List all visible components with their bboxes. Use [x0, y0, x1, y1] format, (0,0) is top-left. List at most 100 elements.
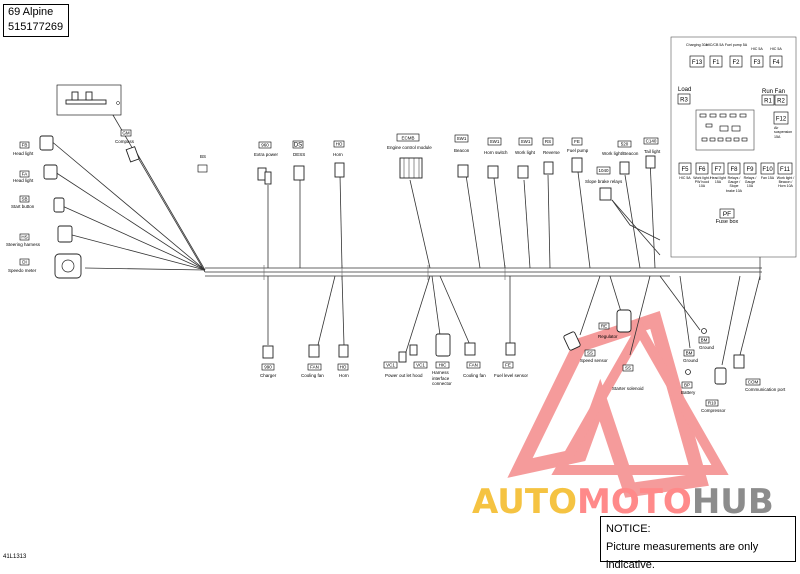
watermark-text: AUTOMOTOHUB	[472, 482, 774, 522]
svg-text:Fuel level sensor: Fuel level sensor	[494, 373, 529, 378]
compressor-connector: R10 Compressor	[701, 367, 727, 413]
svg-text:520: 520	[621, 142, 629, 147]
svg-text:Slope brake relays: Slope brake relays	[585, 179, 623, 184]
fuse-f7: F7 Head light 15A	[710, 162, 726, 184]
svg-text:FE: FE	[574, 139, 580, 144]
fuse-f10: F10 Fan 15A	[760, 162, 775, 180]
svg-text:DI: DI	[22, 260, 27, 265]
fuse-f1: HIC/CB 5A F1	[706, 43, 724, 68]
svg-text:Compass: Compass	[115, 139, 135, 144]
horn-bottom-connector: HO Horn	[337, 344, 349, 378]
charger-connector: 990 Charger	[260, 345, 277, 378]
svg-text:Speedo meter: Speedo meter	[8, 268, 37, 273]
svg-text:Beacon: Beacon	[454, 148, 470, 153]
svg-text:HIC 5A: HIC 5A	[770, 47, 782, 51]
svg-text:Work light/Beacon: Work light/Beacon	[602, 151, 639, 156]
fuse-f8: F8 Relays / Gauge / Slope brake 10A	[726, 162, 742, 193]
svg-text:Ground: Ground	[683, 358, 699, 363]
svg-text:GM: GM	[122, 131, 130, 136]
work-light-beacon-connector: 520 Work light/Beacon	[602, 140, 639, 175]
svg-text:HIC 5A: HIC 5A	[751, 47, 763, 51]
compass-inset	[56, 84, 122, 116]
work-light-connector: SW1 Work light	[515, 137, 536, 179]
svg-text:Reverse: Reverse	[543, 150, 560, 155]
fuse-f2: Fuel pump 5A F2	[725, 43, 748, 68]
svg-text:Horn: Horn	[339, 373, 349, 378]
svg-text:Horn switch: Horn switch	[484, 150, 508, 155]
svg-text:HIC: HIC	[439, 363, 448, 368]
svg-text:HO: HO	[340, 365, 347, 370]
notice-heading: NOTICE:	[606, 523, 651, 535]
svg-text:FAN: FAN	[469, 363, 478, 368]
fuse-f4: HIC 5A F4	[769, 47, 782, 68]
cooling-fan-1-connector: FAN Cooling fan	[301, 344, 324, 378]
watermark-logo	[507, 311, 729, 498]
fuse-f13: Charging 30A F13	[686, 43, 709, 68]
svg-text:Power out let hood: Power out let hood	[385, 373, 423, 378]
dess-connector: DS DESS	[292, 140, 305, 181]
svg-text:Head light: Head light	[13, 151, 34, 156]
svg-text:SW1: SW1	[457, 136, 467, 141]
fuel-pump-connector: FE Fuel pump	[567, 137, 589, 173]
svg-text:R1: R1	[764, 99, 772, 105]
fuse-f5: F5 HIC 5A	[678, 162, 692, 180]
comm-port-connector: COM Communication port	[733, 354, 786, 392]
svg-text:R3: R3	[680, 98, 688, 104]
svg-text:SS: SS	[587, 351, 593, 356]
svg-text:F5: F5	[681, 167, 689, 173]
horn-top-connector: HO Horn	[333, 140, 345, 178]
svg-text:F12: F12	[776, 117, 787, 123]
speed-sensor-connector: SS Speed sensor	[563, 331, 608, 363]
document-number: 41L1313	[3, 554, 27, 560]
svg-text:Starter solenoid: Starter solenoid	[612, 386, 644, 391]
compass-connector: GM Compass	[115, 129, 140, 163]
fuel-level-sensor-connector: FE Fuel level sensor	[494, 342, 529, 378]
svg-text:F10: F10	[762, 167, 773, 173]
ground-1-terminal: BM Ground	[698, 328, 715, 350]
svg-text:Regulator: Regulator	[598, 334, 618, 339]
svg-text:Battery: Battery	[681, 390, 696, 395]
svg-text:SB: SB	[21, 197, 27, 202]
svg-text:Steering harness: Steering harness	[6, 242, 41, 247]
bottom-branch-wires	[267, 275, 761, 366]
relay-load: Load R3	[677, 87, 691, 105]
watermark-triangle-inner	[551, 319, 729, 475]
svg-text:Communication port: Communication port	[745, 387, 786, 392]
svg-text:Horn: Horn	[333, 152, 343, 157]
regulator-connector: RE Regulator	[598, 309, 632, 339]
svg-text:HIC/CB 5A: HIC/CB 5A	[706, 43, 724, 47]
svg-text:BP: BP	[684, 383, 690, 388]
svg-text:ECMB: ECMB	[401, 136, 414, 141]
svg-text:PF: PF	[723, 211, 731, 218]
svg-text:Charging 30A: Charging 30A	[686, 43, 709, 47]
svg-text:RE: RE	[601, 324, 607, 329]
horn-switch-connector: SW1 Horn switch	[484, 137, 508, 179]
svg-text:Engine control module: Engine control module	[387, 145, 432, 150]
svg-text:VC1: VC1	[416, 363, 425, 368]
start-button-connector: SB Start button	[11, 195, 65, 213]
top-branch-wires	[267, 159, 661, 269]
svg-text:F7: F7	[714, 167, 722, 173]
svg-text:SW1: SW1	[521, 139, 531, 144]
fuse-f6: F6 Work light / PW hood 10A	[693, 162, 711, 188]
svg-text:BM: BM	[686, 351, 693, 356]
title-box: 69 Alpine 515177269	[3, 4, 69, 37]
svg-text:FA: FA	[22, 172, 28, 177]
svg-text:F3: F3	[753, 60, 761, 66]
svg-text:990: 990	[264, 365, 272, 370]
svg-text:Fuse box: Fuse box	[716, 219, 739, 225]
fuse-f9: F9 Relays / Gauge 10A	[744, 162, 756, 188]
svg-text:Run Fan: Run Fan	[762, 89, 785, 95]
svg-text:Cooling fan: Cooling fan	[463, 373, 486, 378]
svg-text:DS: DS	[294, 143, 302, 149]
svg-text:HO: HO	[336, 142, 343, 147]
notice-text: Picture measurements are only indicative…	[606, 541, 759, 571]
steering-harness-connector: HS Steering harness	[6, 225, 73, 247]
svg-text:HS: HS	[21, 235, 27, 240]
svg-text:Tail light: Tail light	[644, 149, 661, 154]
svg-text:960: 960	[261, 143, 269, 148]
svg-text:Cooling fan: Cooling fan	[301, 373, 324, 378]
extra-power-connector: 960 Extra power	[254, 141, 279, 185]
main-harness-trunk	[205, 255, 762, 280]
